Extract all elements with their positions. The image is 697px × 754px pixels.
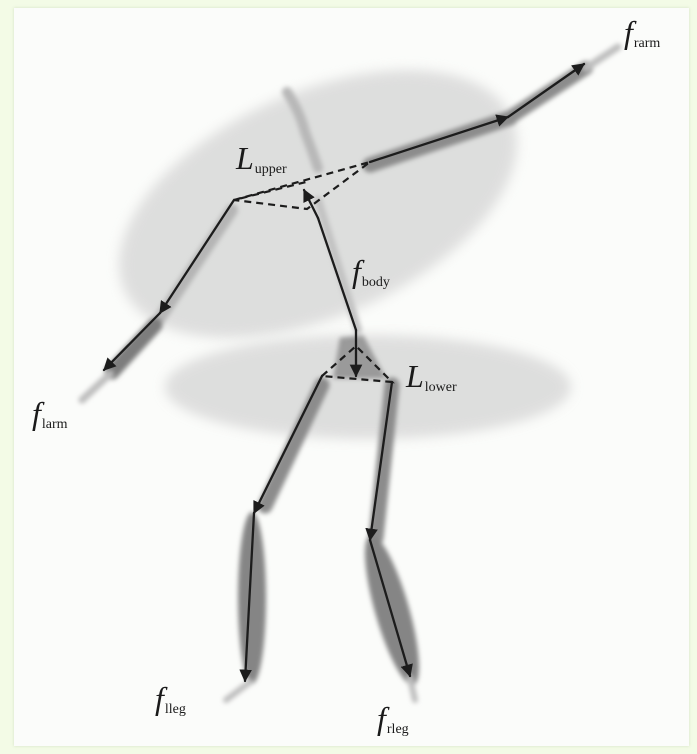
label-l-lower: Llower: [406, 358, 457, 395]
label-f-rleg-main: f: [377, 700, 386, 736]
label-f-larm-main: f: [32, 395, 41, 431]
label-f-larm: flarm: [32, 395, 68, 432]
label-f-rarm-main: f: [624, 14, 633, 50]
label-l-upper-main: L: [236, 140, 254, 176]
label-f-larm-sub: larm: [42, 417, 68, 432]
label-f-lleg-main: f: [155, 680, 164, 716]
label-f-body-sub: body: [362, 275, 390, 290]
left-hand-shading: [82, 374, 110, 400]
label-f-rleg-sub: rleg: [387, 722, 409, 737]
label-l-lower-main: L: [406, 358, 424, 394]
label-f-rleg: frleg: [377, 700, 409, 737]
right-forearm-shading: [512, 68, 586, 116]
right-shin-shading: [354, 530, 430, 689]
left-forearm-shading: [112, 325, 155, 372]
label-l-lower-sub: lower: [425, 380, 457, 395]
label-f-body: fbody: [352, 253, 390, 290]
label-f-lleg: flleg: [155, 680, 186, 717]
label-f-lleg-sub: lleg: [165, 702, 186, 717]
right-hand-shading: [586, 47, 618, 68]
left-foot-shading: [226, 682, 250, 700]
left-forearm-arrow: [104, 313, 160, 370]
label-l-upper: Lupper: [236, 140, 287, 177]
label-f-body-main: f: [352, 253, 361, 289]
label-f-rarm: frarm: [624, 14, 660, 51]
right-forearm-arrow: [508, 64, 584, 117]
label-f-rarm-sub: rarm: [634, 36, 660, 51]
label-l-upper-sub: upper: [255, 162, 287, 177]
